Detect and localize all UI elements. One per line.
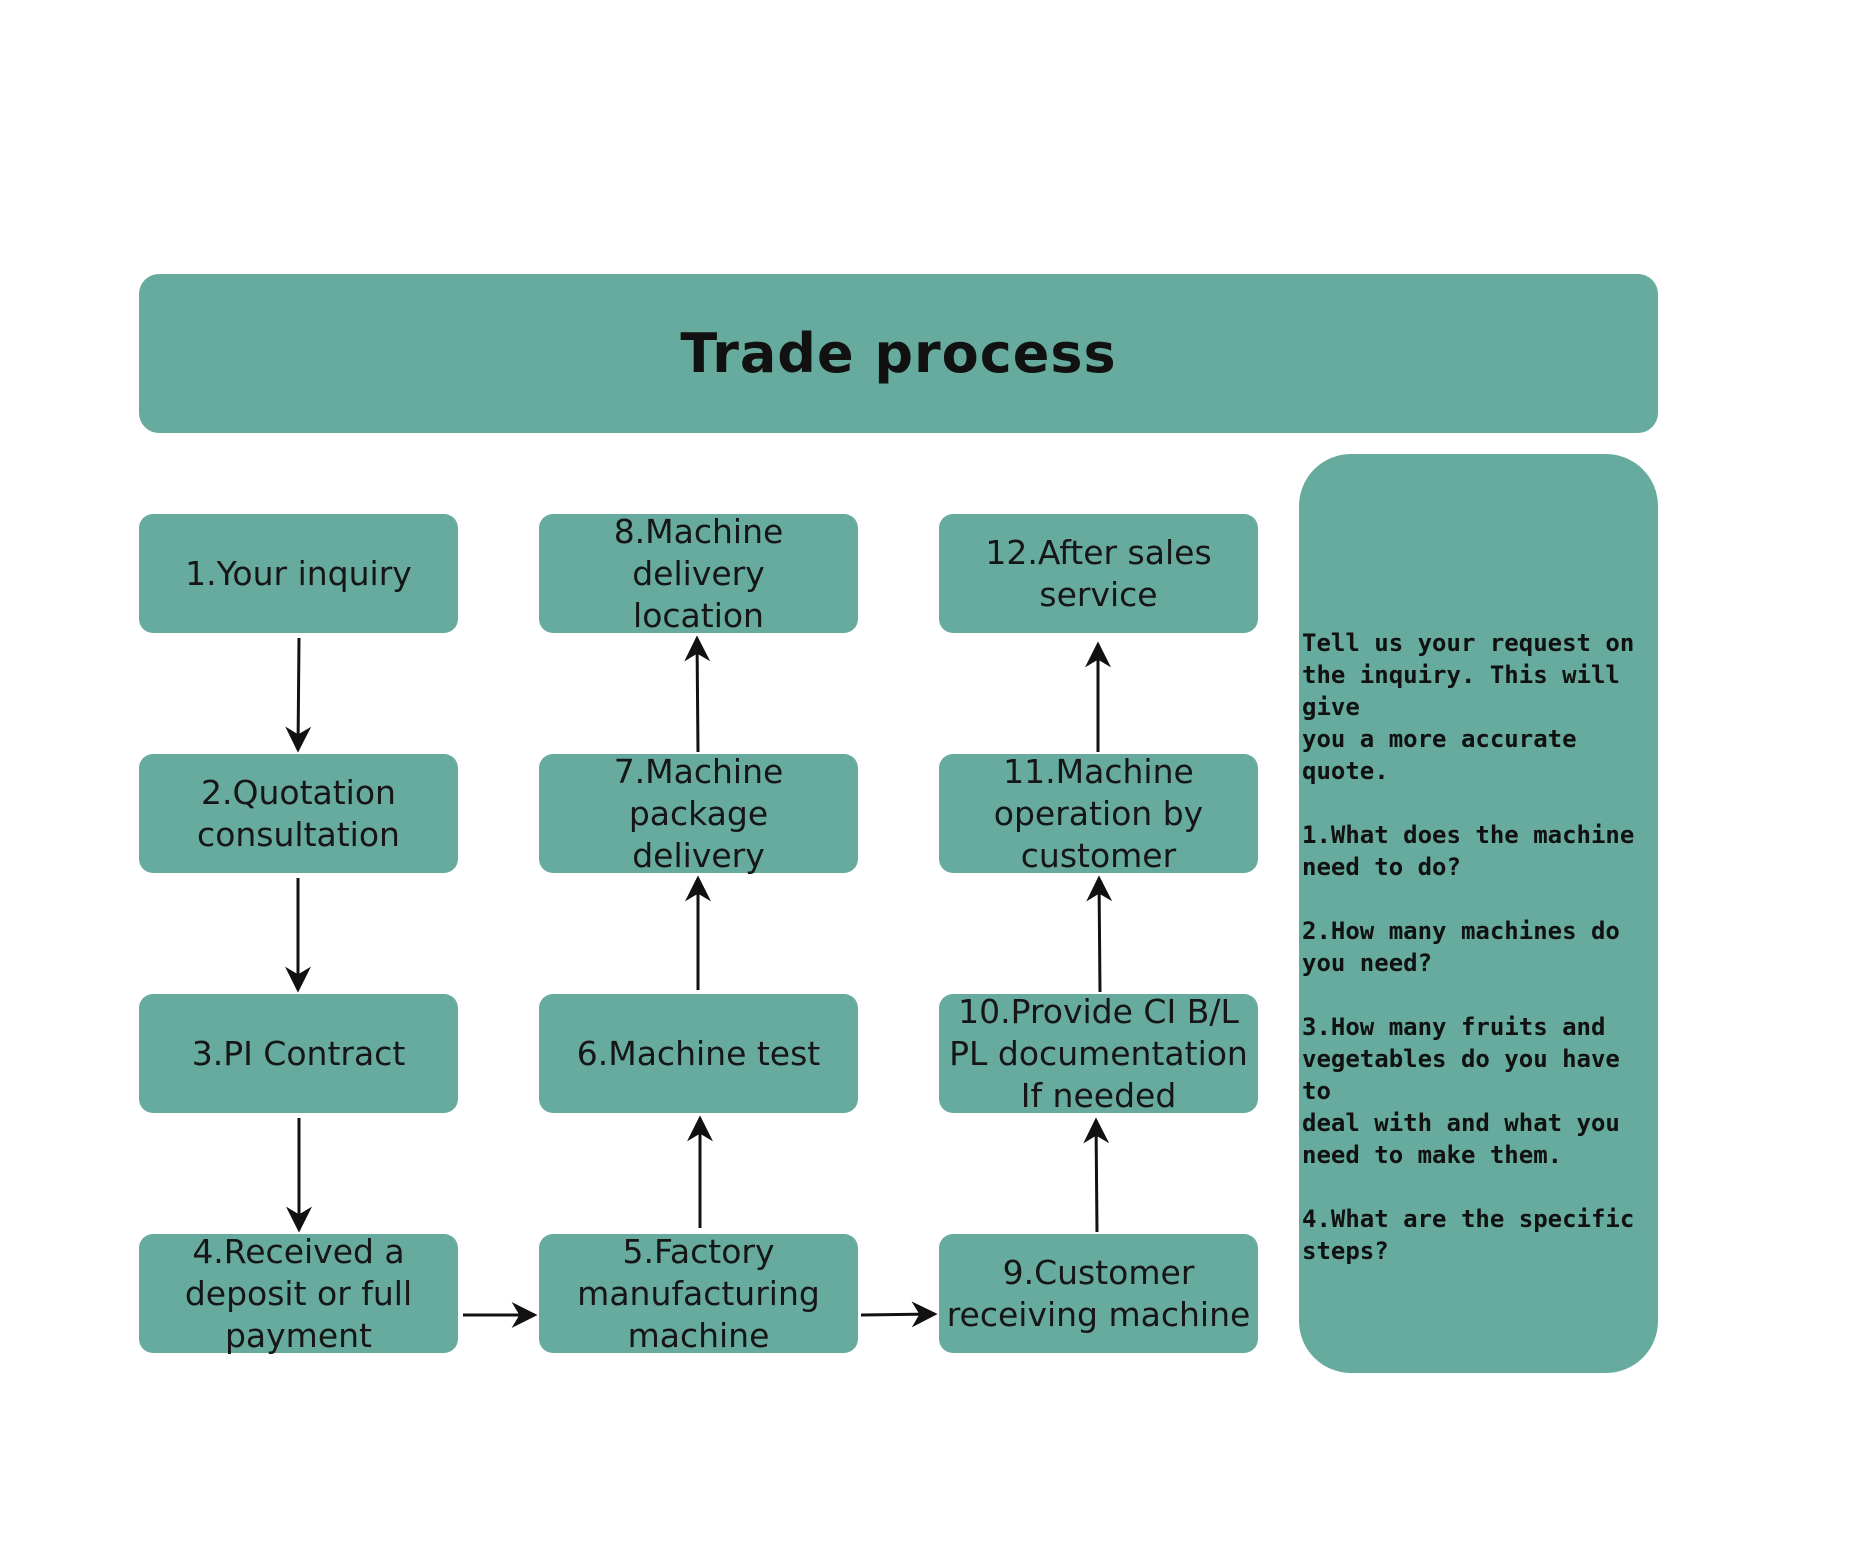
step-8-box: 8.Machine delivery location <box>539 512 858 635</box>
arrow-1-to-2 <box>285 637 312 753</box>
arrow-9-to-10 <box>1083 1117 1110 1233</box>
arrow-7-to-8 <box>684 635 711 753</box>
step-4-label: 4.Received a deposit or full payment <box>184 1231 413 1355</box>
title-banner: Trade process <box>139 274 1658 433</box>
step-12-box: 12.After sales service <box>939 514 1258 633</box>
step-3-box: 3.PI Contract <box>139 994 458 1113</box>
step-11-box: 11.Machine operation by customer <box>939 752 1258 875</box>
step-6-label: 6.Machine test <box>576 1033 821 1073</box>
step-12-label: 12.After sales service <box>985 532 1212 614</box>
step-11-label: 11.Machine operation by customer <box>993 751 1204 875</box>
step-5-box: 5.Factory manufacturing machine <box>539 1232 858 1355</box>
step-1-label: 1.Your inquiry <box>185 553 412 593</box>
arrow-10-to-11 <box>1086 875 1113 993</box>
step-2-label: 2.Quotation consultation <box>197 772 400 854</box>
step-9-label: 9.Customer receiving machine <box>946 1252 1251 1334</box>
step-8-label: 8.Machine delivery location <box>613 511 784 635</box>
inquiry-tips-text: Tell us your request on the inquiry. Thi… <box>1302 629 1635 1265</box>
step-10-label: 10.Provide CI B/L PL documentation If ne… <box>949 991 1248 1115</box>
step-2-box: 2.Quotation consultation <box>139 754 458 873</box>
inquiry-tips-panel <box>1299 454 1658 1373</box>
diagram-title: Trade process <box>680 322 1117 385</box>
step-3-label: 3.PI Contract <box>191 1033 406 1073</box>
step-4-box: 4.Received a deposit or full payment <box>139 1232 458 1355</box>
step-9-box: 9.Customer receiving machine <box>939 1234 1258 1353</box>
step-1-box: 1.Your inquiry <box>139 514 458 633</box>
step-10-box: 10.Provide CI B/L PL documentation If ne… <box>939 992 1258 1115</box>
step-7-label: 7.Machine package delivery <box>613 751 784 875</box>
arrow-5-to-9 <box>860 1301 938 1328</box>
step-7-box: 7.Machine package delivery <box>539 752 858 875</box>
step-5-label: 5.Factory manufacturing machine <box>577 1231 820 1355</box>
step-6-box: 6.Machine test <box>539 994 858 1113</box>
